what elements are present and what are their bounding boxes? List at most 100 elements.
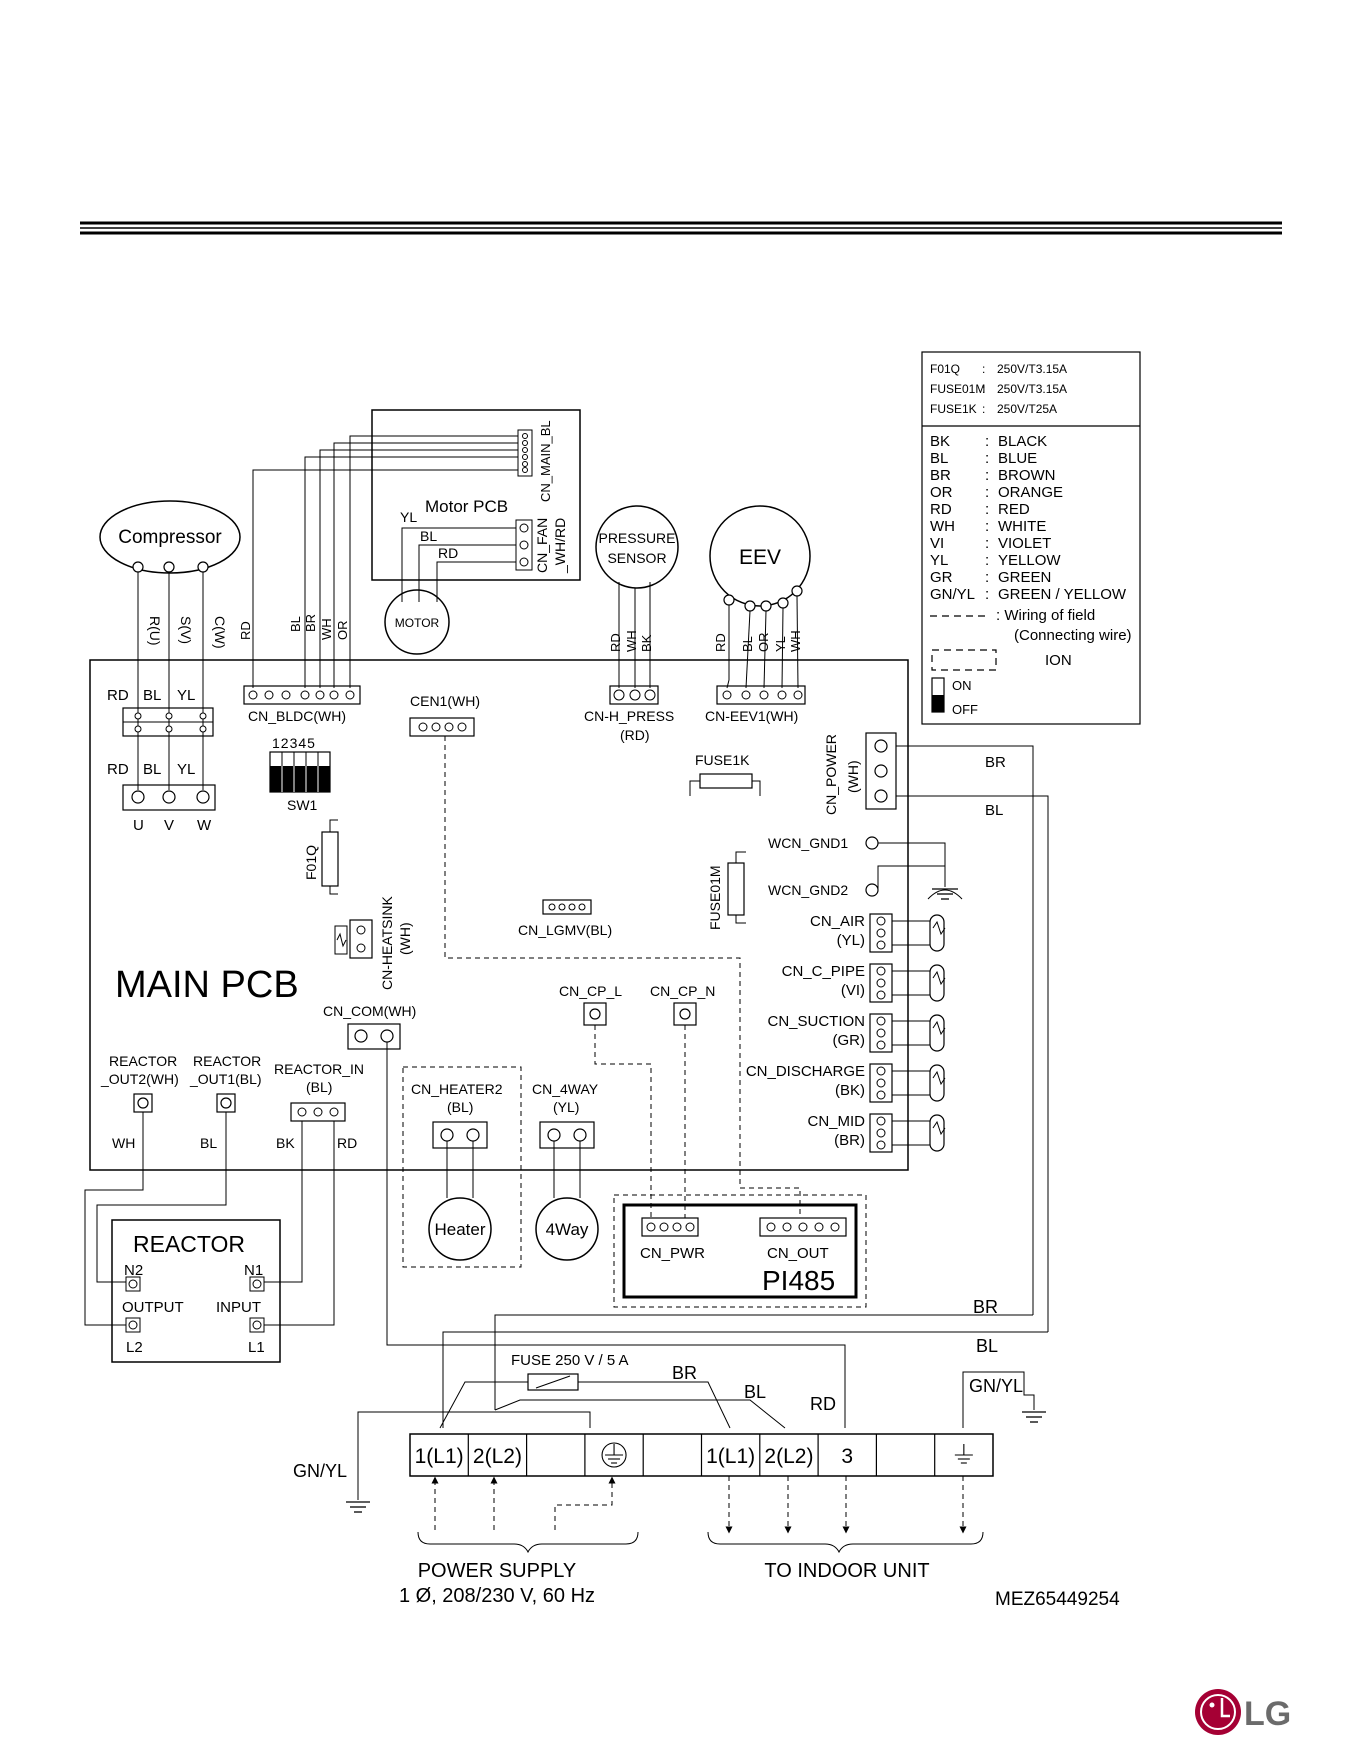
sw1-dip-switch: 12345 SW1 <box>269 735 331 813</box>
cn-heatsink-label: CN-HEATSINK <box>379 895 395 990</box>
thermistor-sensors: CN_AIR(YL)CN_C_PIPE(VI)CN_SUCTION(GR)CN_… <box>746 913 946 1153</box>
terminal-arrows: POWER SUPPLY 1 Ø, 208/230 V, 60 Hz TO IN… <box>399 1476 984 1607</box>
sensor-pin <box>876 1090 886 1100</box>
reactor-connectors: REACTOR _OUT2(WH) REACTOR _OUT1(BL) REAC… <box>84 1053 364 1326</box>
cn-eev1-label: CN-EEV1(WH) <box>705 708 798 724</box>
cn-out-label: CN_OUT <box>767 1245 829 1262</box>
cn-com-connector: CN_COM(WH) <box>323 1003 441 1346</box>
sensor-pin <box>876 1116 886 1126</box>
reactor-label: REACTOR <box>133 1231 245 1257</box>
thermistor-icon <box>929 1064 945 1102</box>
sensor-connector <box>869 1063 893 1103</box>
cn-heatsink: CN-HEATSINK (WH) <box>334 895 413 990</box>
sensor-pin <box>876 928 886 938</box>
sensor-color: (BR) <box>834 1132 865 1149</box>
svg-text::: : <box>982 402 985 416</box>
legend-color-code: BK <box>930 433 950 450</box>
legend-color-list: BK:BLACKBL:BLUEBR:BROWNOR:ORANGERD:REDWH… <box>930 433 1127 603</box>
legend-color-name: BLUE <box>998 450 1037 467</box>
legend-fuse-rating: 250V/T3.15A <box>997 382 1067 396</box>
comp-term-c: C(W) <box>212 616 228 649</box>
sw1-label: SW1 <box>287 797 318 813</box>
legend-color-name: GREEN / YELLOW <box>998 586 1127 603</box>
legend-box: F01Q : 250V/T3.15A FUSE01M : 250V/T3.15A… <box>921 351 1141 725</box>
wire-label: WH <box>788 630 803 652</box>
wire-label: RD <box>810 1394 836 1414</box>
legend-color-code: RD <box>930 501 952 518</box>
sensor-connector <box>869 913 893 953</box>
motor-pcb-label: Motor PCB <box>425 497 508 516</box>
sensor-connector <box>869 963 893 1003</box>
fuse-main-label: FUSE 250 V / 5 A <box>511 1352 629 1369</box>
legend-color-separator: : <box>985 450 989 467</box>
cen1-connector: CEN1(WH) <box>409 693 801 1214</box>
power-supply-label: POWER SUPPLY <box>418 1560 577 1582</box>
wire-label: RD <box>107 761 129 778</box>
sw1-numbers: 12345 <box>272 735 316 751</box>
wire-label: YL <box>177 687 195 704</box>
motor-label: MOTOR <box>395 616 440 630</box>
wire-label: YL <box>400 509 417 525</box>
wire-label: WH <box>624 630 639 652</box>
wcn-gnd2-label: WCN_GND2 <box>768 882 848 898</box>
legend-color-code: GR <box>930 569 953 586</box>
right-power-wires: BR BL <box>442 1297 1048 1410</box>
legend-color-name: GREEN <box>998 569 1051 586</box>
legend-field-wiring: : Wiring of field (Connecting wire) ION … <box>930 607 1132 717</box>
terminal-cell-label: 2(L2) <box>764 1445 813 1468</box>
wire-label: RD <box>438 545 458 561</box>
cn-4way-label: CN_4WAY <box>532 1081 599 1097</box>
wire-label: WH <box>319 618 334 640</box>
pressure-label-2: SENSOR <box>607 550 666 566</box>
wire-label: RD <box>337 1135 357 1151</box>
sensor-pin <box>876 1066 886 1076</box>
thermistor-icon <box>929 964 945 1002</box>
sensor-name: CN_MID <box>807 1113 865 1130</box>
fuse01m: FUSE01M <box>707 851 746 930</box>
fourway-label: 4Way <box>546 1220 589 1239</box>
legend-color-separator: : <box>985 552 989 569</box>
sensor-pin <box>876 940 886 950</box>
sensor-pin <box>876 1078 886 1088</box>
terminal-cell-label: 1(L1) <box>706 1445 755 1468</box>
sensor-name: CN_AIR <box>810 913 865 930</box>
cn-4way-label-2: (YL) <box>553 1099 579 1115</box>
reactor-out1-label-2: _OUT1(BL) <box>189 1071 262 1087</box>
power-supply-spec: 1 Ø, 208/230 V, 60 Hz <box>399 1585 595 1607</box>
lg-logo-text: LG <box>1244 1695 1291 1733</box>
wire-label: BK <box>639 634 654 652</box>
thermistor-icon-symbol <box>932 1070 946 1086</box>
cn-heater2-label-2: (BL) <box>447 1099 473 1115</box>
svg-text::: : <box>982 362 985 376</box>
legend-fuse-rating: 250V/T3.15A <box>997 362 1067 376</box>
fuse1k: FUSE1K <box>689 752 761 796</box>
pressure-sensor: PRESSURE SENSOR RD WH BK <box>595 505 679 688</box>
compressor-terminal-block: RD BL YL RD BL YL U V W <box>107 687 216 834</box>
cn-bldc-label: CN_BLDC(WH) <box>248 708 346 724</box>
terminal-cell-label: 3 <box>841 1445 853 1468</box>
svg-text::: : <box>982 382 985 396</box>
pressure-label: PRESSURE <box>598 530 675 546</box>
pi485-label: PI485 <box>762 1265 835 1296</box>
fuse1k-label: FUSE1K <box>695 752 750 768</box>
sensor-pin <box>876 1016 886 1026</box>
cn-cp-connectors: CN_CP_L CN_CP_N <box>559 983 715 1218</box>
cn-heatsink-color: (WH) <box>397 922 413 955</box>
wire-label: BL <box>143 687 161 704</box>
document-code: MEZ65449254 <box>995 1589 1120 1610</box>
compressor: Compressor R(U) S(V) C(W) <box>99 500 241 790</box>
legend-color-code: GN/YL <box>930 586 975 603</box>
legend-color-separator: : <box>985 518 989 535</box>
terminal-block: 1(L1)2(L2)1(L1)2(L2)3 <box>409 1433 994 1477</box>
reactor-n1: N1 <box>244 1262 263 1279</box>
wire-label: BR <box>973 1297 998 1317</box>
reactor-output: OUTPUT <box>122 1299 184 1316</box>
cn-main-bl-label: CN_MAIN_BL <box>538 420 553 502</box>
thermistor-icon <box>929 914 945 952</box>
thermistor-icon-symbol <box>932 920 946 936</box>
terminal-cell-label: 1(L1) <box>415 1445 464 1468</box>
legend-color-separator: : <box>985 467 989 484</box>
legend-fuse-rating: 250V/T25A <box>997 402 1057 416</box>
sensor-name: CN_C_PIPE <box>782 963 865 980</box>
legend-color-code: OR <box>930 484 953 501</box>
